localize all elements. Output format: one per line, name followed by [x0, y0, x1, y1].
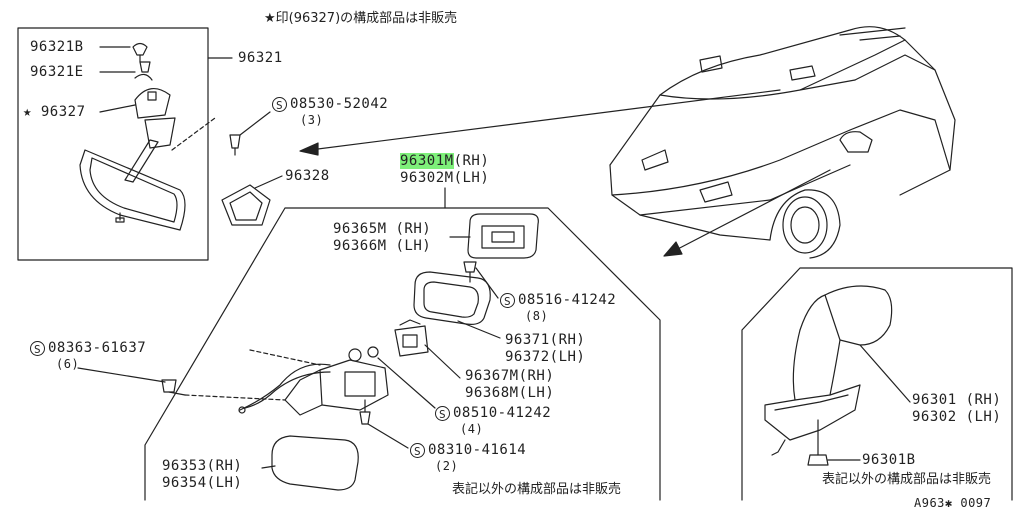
screw-symbol: S: [410, 442, 425, 458]
screw-code: 08310-41614: [428, 442, 527, 458]
part-label-96301b: 96301B: [862, 452, 916, 468]
door-mirror-box: [144, 207, 661, 501]
screw-qty-08310: (2): [435, 459, 459, 473]
part-label-96321e: 96321E: [30, 64, 84, 80]
inset-box-note: 表記以外の構成部品は非販売: [822, 472, 992, 487]
car-drawing: [609, 26, 956, 259]
rearview-mirror-drawing: [79, 42, 186, 231]
header-note: ★印(96327)の構成部品は非販売: [264, 11, 458, 26]
screw-qty-08510: (4): [460, 422, 484, 436]
screw-code: 08510-41242: [453, 405, 552, 421]
rearview-mirror-box: [17, 27, 209, 261]
part-label-96302: 96302 (LH): [912, 409, 1002, 425]
part-label-96328: 96328: [285, 168, 330, 184]
part-label-96302m: 96302M(LH): [400, 170, 490, 186]
part-side: (RH): [453, 153, 490, 169]
outer-box-note: 表記以外の構成部品は非販売: [452, 482, 622, 497]
highlighted-part-number: 96301M: [400, 153, 454, 169]
screw-qty-08363: (6): [56, 357, 80, 371]
part-label-96354: 96354(LH): [162, 475, 243, 491]
diagram-id: A963✱ 0097: [914, 496, 992, 510]
screw-code: 08516-41242: [518, 292, 617, 308]
screw-qty-08516: (8): [525, 309, 549, 323]
part-label-96353: 96353(RH): [162, 458, 243, 474]
part-label-96366m: 96366M (LH): [333, 238, 432, 254]
part-label-96367m: 96367M(RH): [465, 368, 555, 384]
screw-code: 08363-61637: [48, 340, 147, 356]
part-label-96365m: 96365M (RH): [333, 221, 432, 237]
door-mirror-base-drawing: [238, 346, 389, 416]
inset-mirror-drawing: [764, 285, 911, 466]
screw-symbol: S: [272, 96, 287, 112]
screw-qty-08530: (3): [300, 113, 324, 127]
inset-box: [741, 267, 1013, 501]
screw-symbol: S: [500, 292, 515, 308]
screw-symbol: S: [30, 340, 45, 356]
part-label-96371: 96371(RH): [505, 332, 586, 348]
part-label-96372: 96372(LH): [505, 349, 586, 365]
part-label-96321: 96321: [238, 50, 283, 66]
part-label-96301: 96301 (RH): [912, 392, 1002, 408]
part-label-96321b: 96321B: [30, 39, 84, 55]
screw-symbol: S: [435, 405, 450, 421]
part-label-96327: ★ 96327: [23, 104, 86, 120]
part-label-96301m: 96301M(RH): [400, 153, 489, 169]
screw-code: 08530-52042: [290, 96, 389, 112]
part-label-96368m: 96368M(LH): [465, 385, 555, 401]
